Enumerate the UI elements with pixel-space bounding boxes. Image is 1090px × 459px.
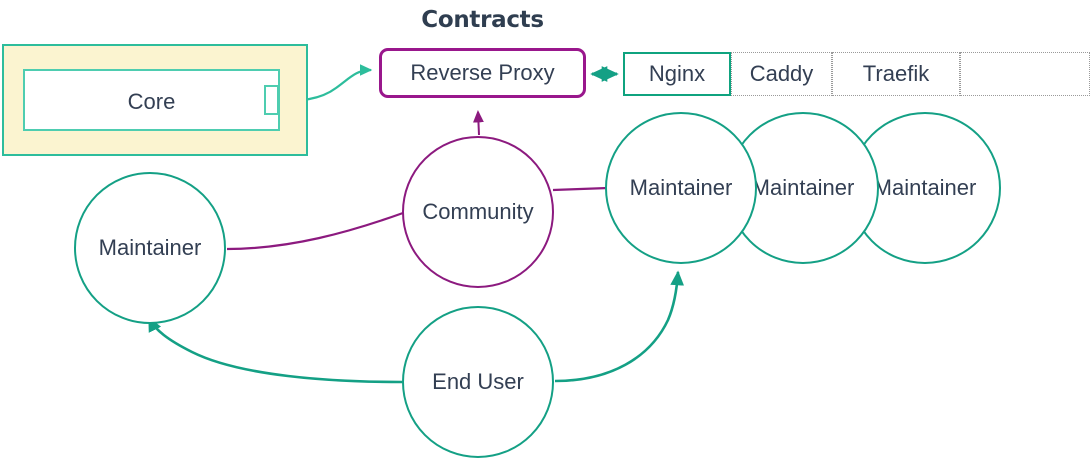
core-node[interactable] (23, 69, 280, 131)
reverse-proxy-node[interactable] (379, 48, 586, 98)
edge-community-to-maintainer-cluster (552, 186, 609, 192)
maintainer-node-left[interactable] (74, 172, 226, 324)
community-node[interactable] (402, 136, 554, 288)
page-title: Contracts (421, 7, 544, 33)
edge-end-user-to-maintainer-left (147, 316, 403, 384)
core-port-handle[interactable] (264, 85, 279, 115)
edge-community-to-reverse-proxy (472, 110, 484, 136)
edge-end-user-to-maintainer-cluster (554, 270, 685, 383)
proxy-options-table: Nginx Caddy Traefik (623, 52, 1090, 96)
end-user-node[interactable] (402, 306, 554, 458)
proxy-option-traefik[interactable]: Traefik (832, 52, 960, 96)
maintainer-node-1[interactable] (605, 112, 757, 264)
proxy-option-caddy[interactable]: Caddy (731, 52, 832, 96)
proxy-option-nginx[interactable]: Nginx (623, 52, 731, 96)
edge-maintainer-left-to-community (226, 211, 404, 251)
proxy-option-empty[interactable] (960, 52, 1090, 96)
